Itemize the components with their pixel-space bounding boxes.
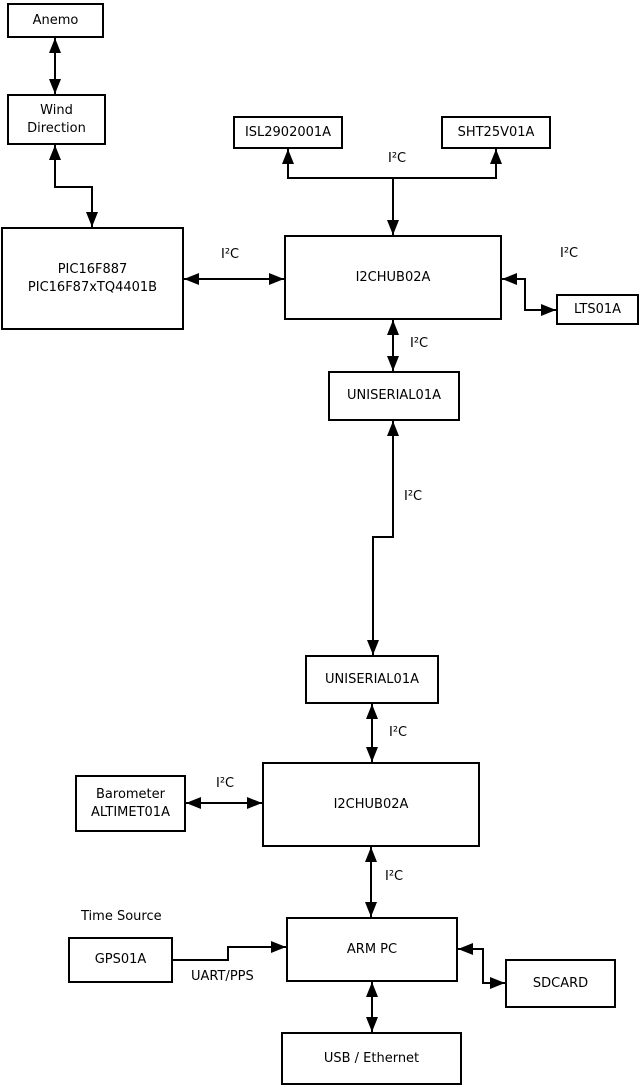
block-wind-direction: Wind Direction — [7, 94, 106, 145]
block-i2chub02a-top-label: I2CHUB02A — [355, 269, 431, 285]
block-lts01a-label: LTS01A — [573, 301, 622, 317]
block-i2chub02a-top: I2CHUB02A — [284, 235, 502, 320]
block-barometer-altimet01a: Barometer ALTIMET01A — [75, 775, 186, 832]
block-anemo: Anemo — [7, 3, 104, 38]
edge-label-i2c-lts: I²C — [560, 246, 579, 261]
block-gps01a: GPS01A — [68, 937, 173, 983]
block-uniserial01a-bottom: UNISERIAL01A — [305, 655, 439, 704]
edge-label-uart-pps: UART/PPS — [191, 969, 254, 984]
block-arm-pc: ARM PC — [286, 917, 458, 982]
block-barometer-label-line1: Barometer — [96, 786, 165, 802]
edge-label-i2c-long-link: I²C — [404, 489, 423, 504]
connector-i2chub-top-lts — [502, 273, 556, 316]
edge-label-i2c-pic-hub: I²C — [221, 247, 240, 262]
connector-uniserial-long-link — [367, 421, 399, 655]
block-i2chub02a-bottom-label: I2CHUB02A — [333, 796, 409, 812]
connector-gps-armpc — [173, 941, 286, 961]
block-uniserial01a-bottom-label: UNISERIAL01A — [325, 671, 419, 687]
block-i2chub02a-bottom: I2CHUB02A — [262, 762, 480, 847]
connector-winddirection-pic — [49, 145, 98, 227]
block-wind-direction-label-line1: Wind — [40, 102, 73, 118]
block-gps01a-label: GPS01A — [94, 952, 147, 967]
block-sht25v01a: SHT25V01A — [441, 116, 551, 149]
block-arm-pc-label: ARM PC — [346, 941, 398, 957]
edge-label-i2c-barometer-hub2: I²C — [216, 776, 235, 791]
block-barometer-label-line2: ALTIMET01A — [91, 804, 170, 820]
block-anemo-label: Anemo — [32, 12, 79, 28]
block-sdcard: SDCARD — [505, 959, 616, 1008]
edge-label-i2c-uniserial-hub2: I²C — [389, 725, 408, 740]
block-uniserial01a-top-label: UNISERIAL01A — [347, 388, 441, 403]
block-pic16f887-label-line1: PIC16F887 — [57, 261, 128, 277]
block-pic16f887: PIC16F887 PIC16F87xTQ4401B — [1, 227, 184, 330]
block-usb-ethernet: USB / Ethernet — [281, 1032, 462, 1085]
edge-label-i2c-hub2-armpc: I²C — [385, 869, 404, 884]
block-sht25v01a-label: SHT25V01A — [457, 124, 535, 140]
label-time-source: Time Source — [81, 909, 162, 924]
block-pic16f887-label-line2: PIC16F87xTQ4401B — [27, 279, 158, 295]
block-isl2902001a-label: ISL2902001A — [244, 124, 332, 140]
block-uniserial01a-top: UNISERIAL01A — [328, 371, 460, 421]
edge-label-i2c-hub-uniserial: I²C — [410, 336, 429, 351]
block-sdcard-label: SDCARD — [532, 975, 589, 991]
block-wind-direction-label-line2: Direction — [27, 120, 86, 136]
block-usb-ethernet-label: USB / Ethernet — [323, 1050, 420, 1066]
edge-label-i2c-isl-sht: I²C — [388, 151, 407, 166]
connector-armpc-sdcard — [458, 943, 505, 989]
block-lts01a: LTS01A — [556, 294, 639, 325]
block-isl2902001a: ISL2902001A — [233, 116, 343, 149]
